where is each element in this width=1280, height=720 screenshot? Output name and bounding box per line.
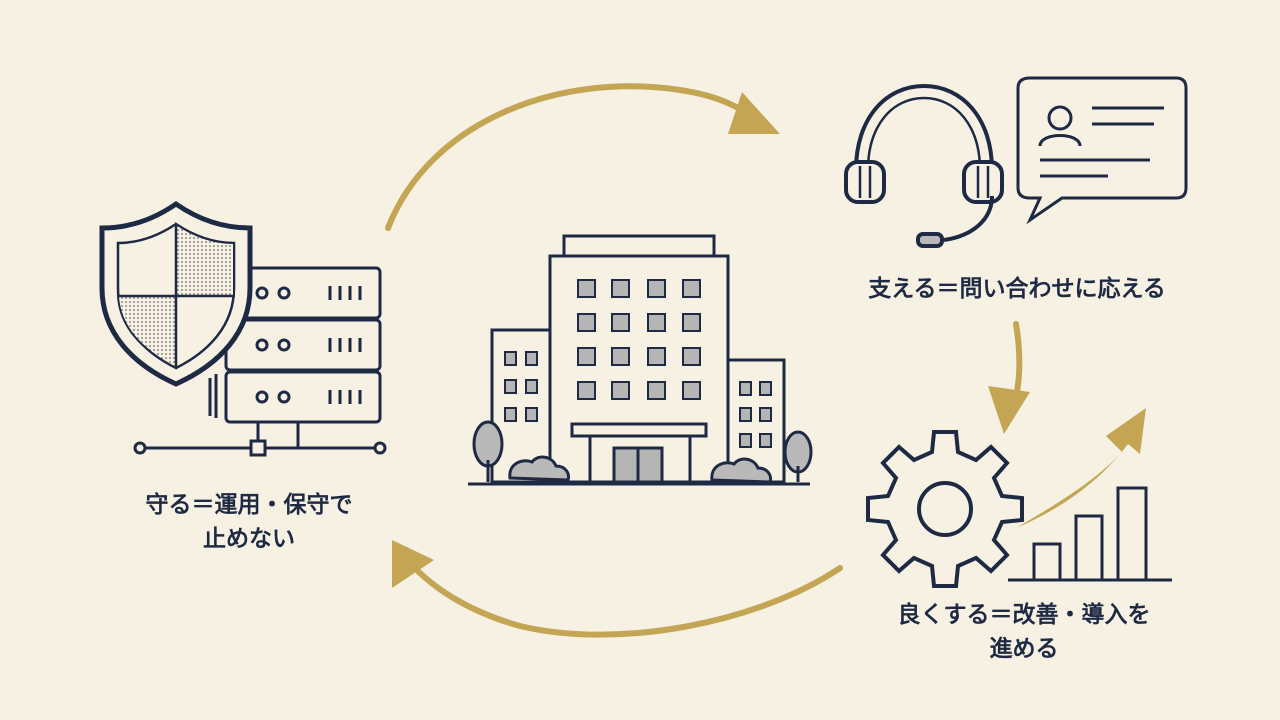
arrowhead-bottom xyxy=(392,540,434,588)
improve-label-line2: 進める xyxy=(989,636,1059,662)
server-rack-icon xyxy=(133,266,387,457)
chat-bubble-icon xyxy=(1016,76,1188,225)
cycle-arrow-bottom xyxy=(401,553,843,638)
growth-chart-icon xyxy=(1008,408,1172,582)
protect-label-line2: 止めない xyxy=(203,526,295,552)
support-label-line1: 支える＝問い合わせに応える xyxy=(868,276,1166,302)
improve-label-line1: 良くする＝改善・導入を xyxy=(897,602,1151,628)
headset-icon xyxy=(844,83,1004,248)
improve-label: 良くする＝改善・導入を 進める xyxy=(858,598,1190,666)
protect-label-line1: 守る＝運用・保守で xyxy=(145,492,353,518)
gear-icon xyxy=(866,430,1024,588)
protect-label: 守る＝運用・保守で 止めない xyxy=(108,488,390,556)
office-building-icon xyxy=(468,234,813,486)
support-label: 支える＝問い合わせに応える xyxy=(832,272,1202,306)
cycle-arrow-top xyxy=(385,83,765,231)
shield-icon xyxy=(99,200,253,387)
cycle-arrowheads xyxy=(392,92,1030,588)
arrowhead-right xyxy=(988,386,1030,434)
arrowhead-top xyxy=(728,92,780,134)
